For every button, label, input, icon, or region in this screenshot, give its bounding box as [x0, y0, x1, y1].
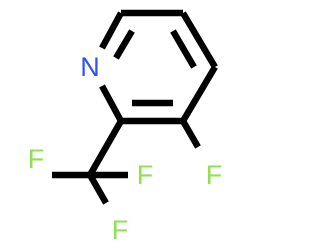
bond-c4-c5	[180, 11, 218, 69]
bond-c4-c5-inner	[170, 29, 197, 69]
ring-fluorine-atom-label: F	[206, 160, 223, 190]
bond-c2-cf3	[87, 119, 124, 177]
bond-cf3-f-bottom	[87, 173, 109, 205]
molecule-canvas: N F F F F	[27, 9, 223, 245]
cf3-fluorine-right-atom-label: F	[137, 160, 154, 190]
bond-c3-c4	[180, 65, 218, 123]
bond-c6-n1-inner	[113, 29, 135, 60]
bond-c3-f	[180, 119, 201, 149]
cf3-fluorine-bottom-atom-label: F	[112, 215, 129, 245]
bond-n1-c2	[99, 84, 124, 123]
bond-c6-n1	[99, 11, 124, 50]
molecule-structure: N F F F F	[28, 9, 223, 245]
nitrogen-atom-label: N	[80, 52, 100, 82]
cf3-fluorine-left-atom-label: F	[28, 144, 45, 174]
